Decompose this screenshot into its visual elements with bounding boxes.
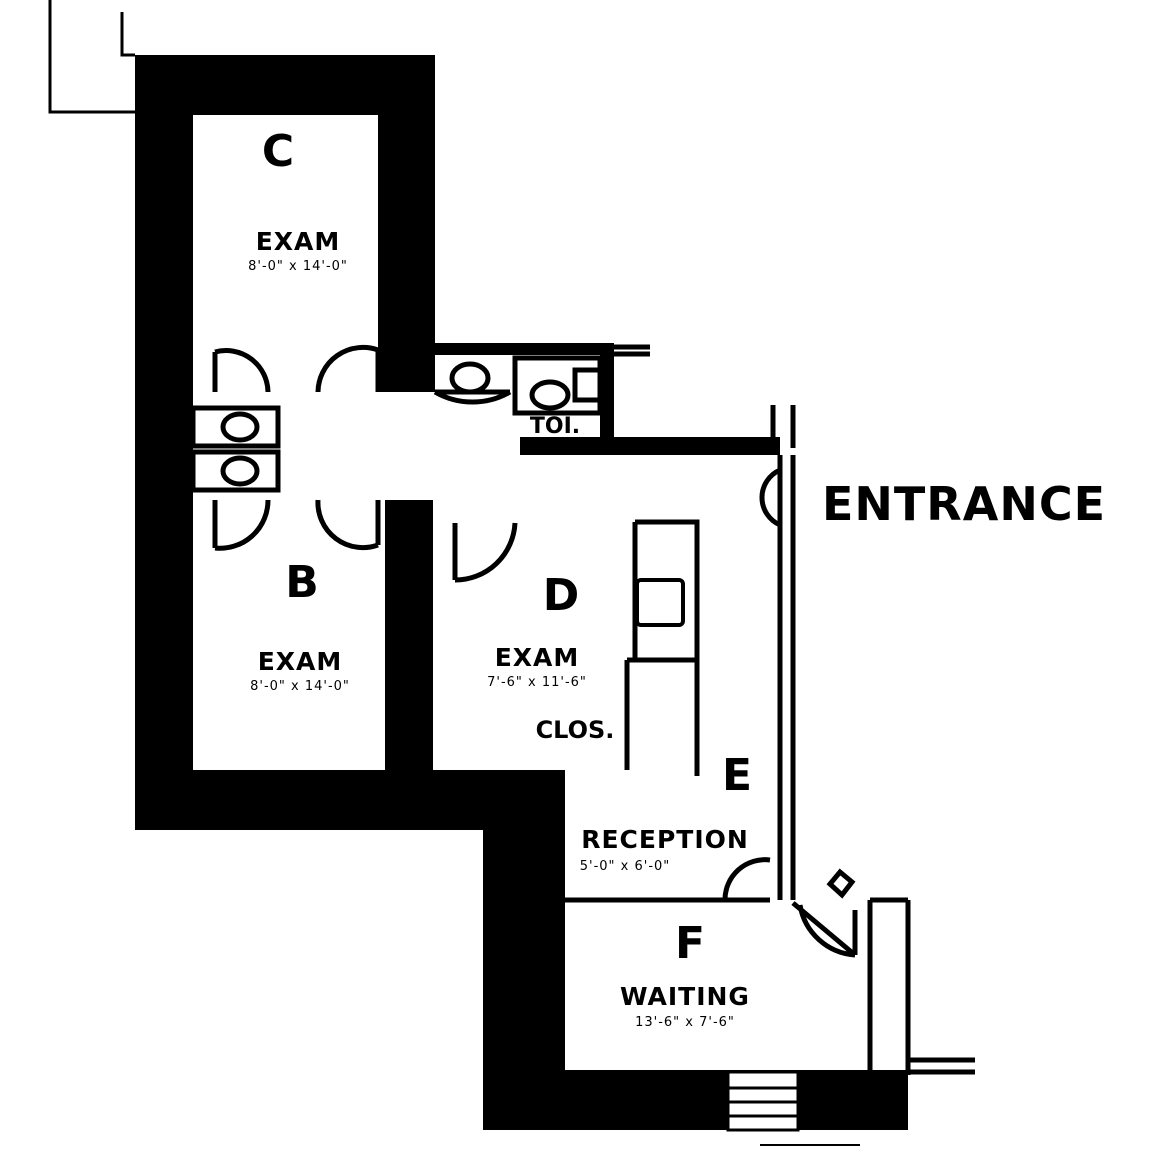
room-f-dimensions: 13'-6" x 7'-6" (635, 1015, 735, 1030)
closet-fixture (635, 578, 685, 627)
room-c-name: EXAM (256, 227, 341, 256)
room-d-name: EXAM (495, 643, 580, 672)
room-c-floor (193, 115, 378, 405)
room-d-dimensions: 7'-6" x 11'-6" (487, 675, 587, 690)
door-swings (212, 344, 858, 958)
labels: C EXAM 8'-0" x 14'-0" B EXAM 8'-0" x 14'… (248, 126, 1106, 1030)
closet-label: CLOS. (536, 716, 615, 744)
door-d (452, 522, 518, 583)
toilet-fixture (512, 355, 603, 416)
interior-lines (565, 344, 975, 1146)
door-c-left (212, 348, 271, 393)
wall-toilet-top (433, 343, 613, 355)
room-b-dimensions: 8'-0" x 14'-0" (250, 679, 350, 694)
entrance-label: ENTRANCE (822, 477, 1106, 531)
door-entrance (759, 467, 782, 528)
room-d-letter: D (543, 570, 580, 621)
exterior-steps (726, 1070, 800, 1132)
room-b-floor (193, 500, 385, 770)
sink-upper (220, 411, 260, 443)
coat-hook-icon (826, 868, 856, 899)
room-b-name: EXAM (258, 647, 343, 676)
wall-toilet-right (600, 343, 614, 448)
room-f-name: WAITING (620, 982, 750, 1011)
room-c-dimensions: 8'-0" x 14'-0" (248, 259, 348, 274)
room-f-letter: F (675, 918, 705, 969)
toilet-sink (449, 361, 491, 395)
door-waiting (791, 901, 857, 958)
door-reception (722, 857, 771, 901)
existing-building-lines (48, 0, 135, 114)
door-b-right (315, 499, 381, 551)
door-toilet (433, 389, 512, 405)
room-e-letter: E (722, 750, 752, 801)
door-c-right (315, 344, 381, 393)
room-f-floor (565, 900, 908, 1070)
room-e-dimensions: 5'-0" x 6'-0" (580, 859, 671, 874)
corridor-floor (193, 392, 780, 900)
wall-toilet-bottom (520, 437, 780, 455)
toilet-label: TOI. (530, 414, 580, 439)
wall-block-waiting-bottom (483, 1070, 908, 1130)
room-e-floor (565, 780, 770, 900)
rooms (193, 115, 908, 1070)
sink-lower (220, 455, 260, 487)
room-d-floor (433, 520, 697, 770)
sinks (190, 361, 491, 493)
door-b-left (212, 499, 271, 551)
room-e-name: RECEPTION (581, 825, 749, 854)
room-c-letter: C (262, 126, 294, 177)
room-b-letter: B (285, 557, 319, 608)
